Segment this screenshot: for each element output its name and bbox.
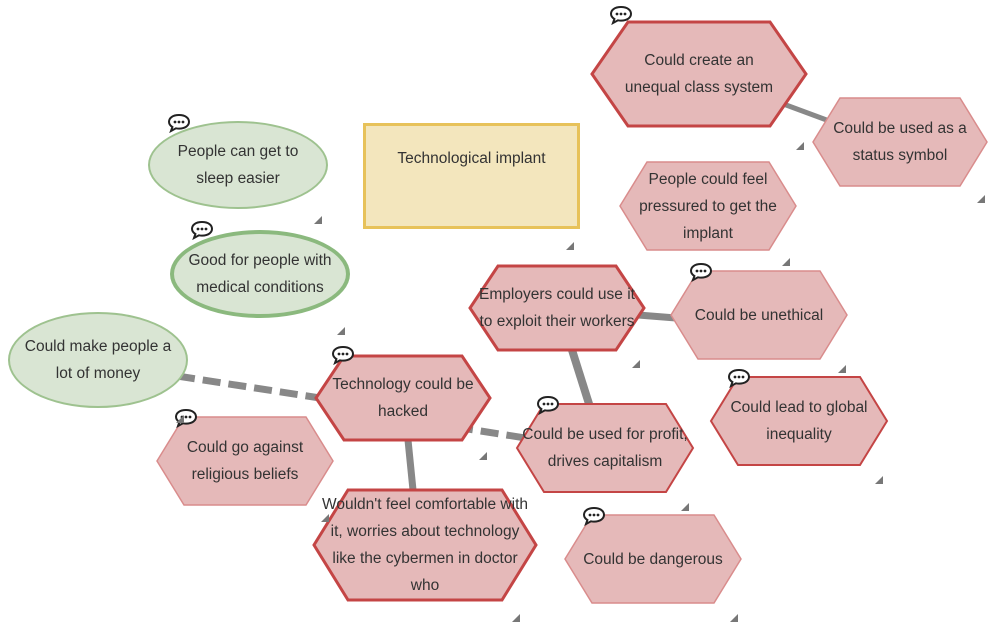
hexagon-shape xyxy=(590,20,808,128)
comment-bubble-icon[interactable] xyxy=(582,506,606,526)
node-pressured[interactable]: People could feel pressured to get the i… xyxy=(619,161,797,251)
node-medical[interactable]: Good for people with medical conditions xyxy=(170,230,350,318)
node-employers-label: Employers could use it to exploit their … xyxy=(479,286,635,330)
node-employers[interactable]: Employers could use it to exploit their … xyxy=(468,264,646,352)
node-unequal-class[interactable]: Could create an unequal class system xyxy=(590,20,808,128)
resize-handle-icon[interactable] xyxy=(512,614,520,622)
node-money-label: Could make people a lot of money xyxy=(24,338,172,382)
resize-handle-icon[interactable] xyxy=(875,476,883,484)
comment-bubble-icon[interactable] xyxy=(190,220,214,240)
node-comfortable[interactable]: Wouldn't feel comfortable with it, worri… xyxy=(312,488,538,602)
resize-handle-icon[interactable] xyxy=(314,216,322,224)
central-topic-label: Technological implant xyxy=(397,150,546,167)
link-hacked-comfortable xyxy=(404,439,417,491)
node-profit[interactable]: Could be used for profit, drives capital… xyxy=(515,403,695,493)
hexagon-shape xyxy=(468,264,646,352)
resize-handle-icon[interactable] xyxy=(632,360,640,368)
node-medical-label: Good for people with medical conditions xyxy=(188,252,332,296)
resize-handle-icon[interactable] xyxy=(838,365,846,373)
node-religious[interactable]: Could go against religious beliefs xyxy=(156,416,334,506)
node-global-inequality-label: Could lead to global inequality xyxy=(730,399,868,443)
comment-bubble-icon[interactable] xyxy=(727,368,751,388)
comment-bubble-icon[interactable] xyxy=(331,345,355,365)
node-sleep-label: People can get to sleep easier xyxy=(177,143,299,187)
hexagon-shape xyxy=(619,161,797,251)
resize-handle-icon[interactable] xyxy=(782,258,790,266)
resize-handle-icon[interactable] xyxy=(566,242,574,250)
resize-handle-icon[interactable] xyxy=(796,142,804,150)
node-money[interactable]: Could make people a lot of money xyxy=(8,312,188,408)
hexagon-shape xyxy=(812,97,988,187)
resize-handle-icon[interactable] xyxy=(479,452,487,460)
hexagon-shape xyxy=(709,376,889,466)
central-topic-node[interactable]: Technological implant xyxy=(363,123,580,229)
node-status-symbol[interactable]: Could be used as a status symbol xyxy=(812,97,988,187)
hexagon-shape xyxy=(670,270,848,360)
link-money-hacked xyxy=(176,372,321,402)
node-dangerous[interactable]: Could be dangerous xyxy=(564,514,742,604)
node-unethical-label: Could be unethical xyxy=(694,306,824,324)
node-profit-label: Could be used for profit, drives capital… xyxy=(522,426,688,470)
hexagon-shape xyxy=(156,416,334,506)
node-religious-label: Could go against religious beliefs xyxy=(186,439,304,483)
node-status-symbol-label: Could be used as a status symbol xyxy=(833,120,967,164)
node-sleep[interactable]: People can get to sleep easier xyxy=(148,121,328,209)
node-dangerous-label: Could be dangerous xyxy=(583,550,723,568)
link-employers-profit xyxy=(568,348,594,409)
node-unequal-class-label: Could create an unequal class system xyxy=(624,52,774,96)
hexagon-shape xyxy=(314,354,492,442)
node-pressured-label: People could feel pressured to get the i… xyxy=(639,170,777,242)
node-global-inequality[interactable]: Could lead to global inequality xyxy=(709,376,889,466)
comment-bubble-icon[interactable] xyxy=(167,113,191,133)
comment-bubble-icon[interactable] xyxy=(689,262,713,282)
resize-handle-icon[interactable] xyxy=(681,503,689,511)
link-unequal-status xyxy=(777,99,833,125)
node-hacked-label: Technology could be hacked xyxy=(332,376,474,420)
node-comfortable-label: Wouldn't feel comfortable with it, worri… xyxy=(322,496,528,594)
hexagon-shape xyxy=(515,403,695,493)
resize-handle-icon[interactable] xyxy=(321,514,329,522)
comment-bubble-icon[interactable] xyxy=(536,395,560,415)
comment-bubble-icon[interactable] xyxy=(609,5,633,25)
link-employers-unethical xyxy=(637,311,677,322)
hexagon-shape xyxy=(564,514,742,604)
hexagon-shape xyxy=(312,488,538,602)
resize-handle-icon[interactable] xyxy=(730,614,738,622)
node-unethical[interactable]: Could be unethical xyxy=(670,270,848,360)
node-hacked[interactable]: Technology could be hacked xyxy=(314,354,492,442)
resize-handle-icon[interactable] xyxy=(176,415,184,423)
resize-handle-icon[interactable] xyxy=(337,327,345,335)
resize-handle-icon[interactable] xyxy=(977,195,985,203)
